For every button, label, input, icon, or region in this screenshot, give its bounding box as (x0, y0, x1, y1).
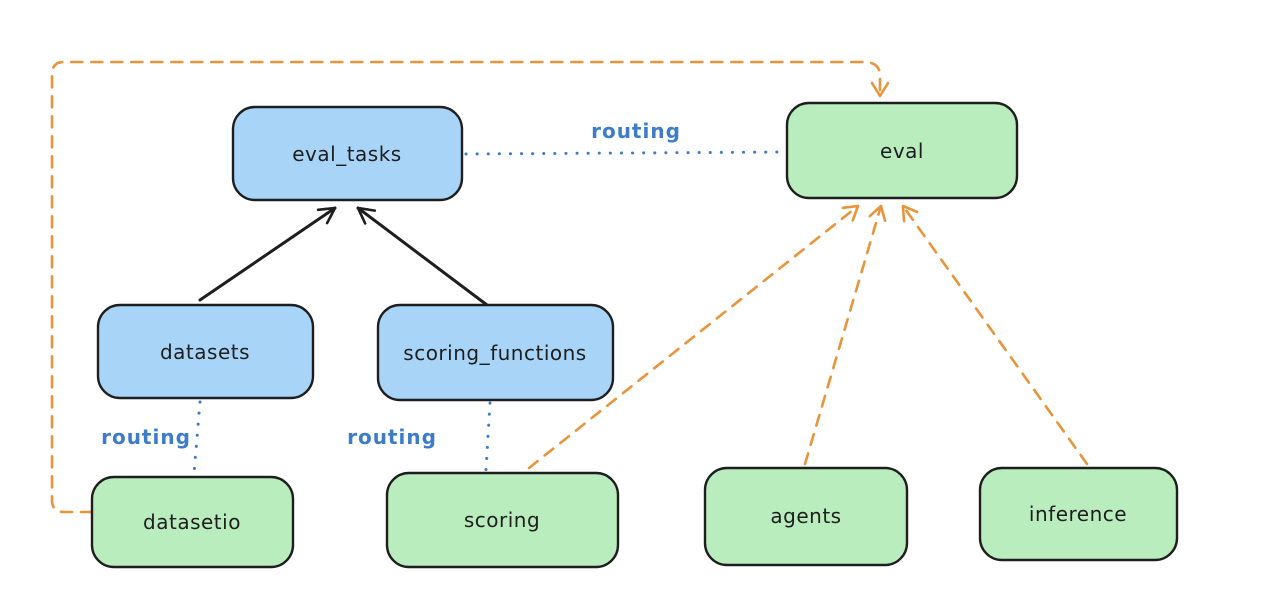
node-scoring-box (385, 471, 620, 569)
node-agents-box (703, 466, 909, 567)
node-inference: inference (978, 466, 1179, 562)
edge-eval-tasks-to-eval-routing (464, 150, 786, 156)
node-datasets-box (96, 303, 315, 400)
node-scoring: scoring (385, 471, 620, 569)
node-agents-label: agents (770, 504, 841, 528)
edge-scoring-functions-to-eval-tasks (356, 206, 489, 307)
edge-label-routing-top: routing (591, 119, 681, 143)
node-datasets-label: datasets (160, 340, 250, 364)
node-scoring-functions: scoring_functions (376, 303, 615, 402)
node-eval: eval (785, 101, 1019, 200)
node-datasetio-box (90, 475, 295, 569)
node-inference-box (978, 466, 1179, 562)
edge-label-routing-left: routing (101, 425, 191, 449)
node-inference-label: inference (1029, 502, 1127, 526)
edge-datasets-to-datasetio-routing (192, 400, 202, 476)
node-agents: agents (703, 466, 909, 567)
node-scoring-functions-box (376, 303, 615, 402)
node-scoring-functions-label: scoring_functions (403, 341, 586, 365)
edge-scoring-functions-to-scoring-routing (484, 401, 492, 472)
edge-scoring-to-eval (527, 204, 860, 470)
edge-inference-to-eval (901, 204, 1089, 466)
node-datasets: datasets (96, 303, 315, 400)
node-datasetio: datasetio (90, 475, 295, 569)
node-eval-tasks-label: eval_tasks (292, 142, 401, 166)
node-datasetio-label: datasetio (143, 510, 241, 534)
node-eval-tasks-box (231, 105, 464, 202)
node-eval-box (785, 101, 1019, 200)
edge-label-routing-mid: routing (347, 425, 437, 449)
node-eval-label: eval (880, 139, 924, 163)
node-scoring-label: scoring (464, 508, 540, 532)
node-eval-tasks: eval_tasks (231, 105, 464, 202)
edge-agents-to-eval (803, 204, 881, 466)
edge-datasets-to-eval-tasks (198, 206, 337, 302)
edge-datasetio-to-eval (50, 60, 880, 514)
